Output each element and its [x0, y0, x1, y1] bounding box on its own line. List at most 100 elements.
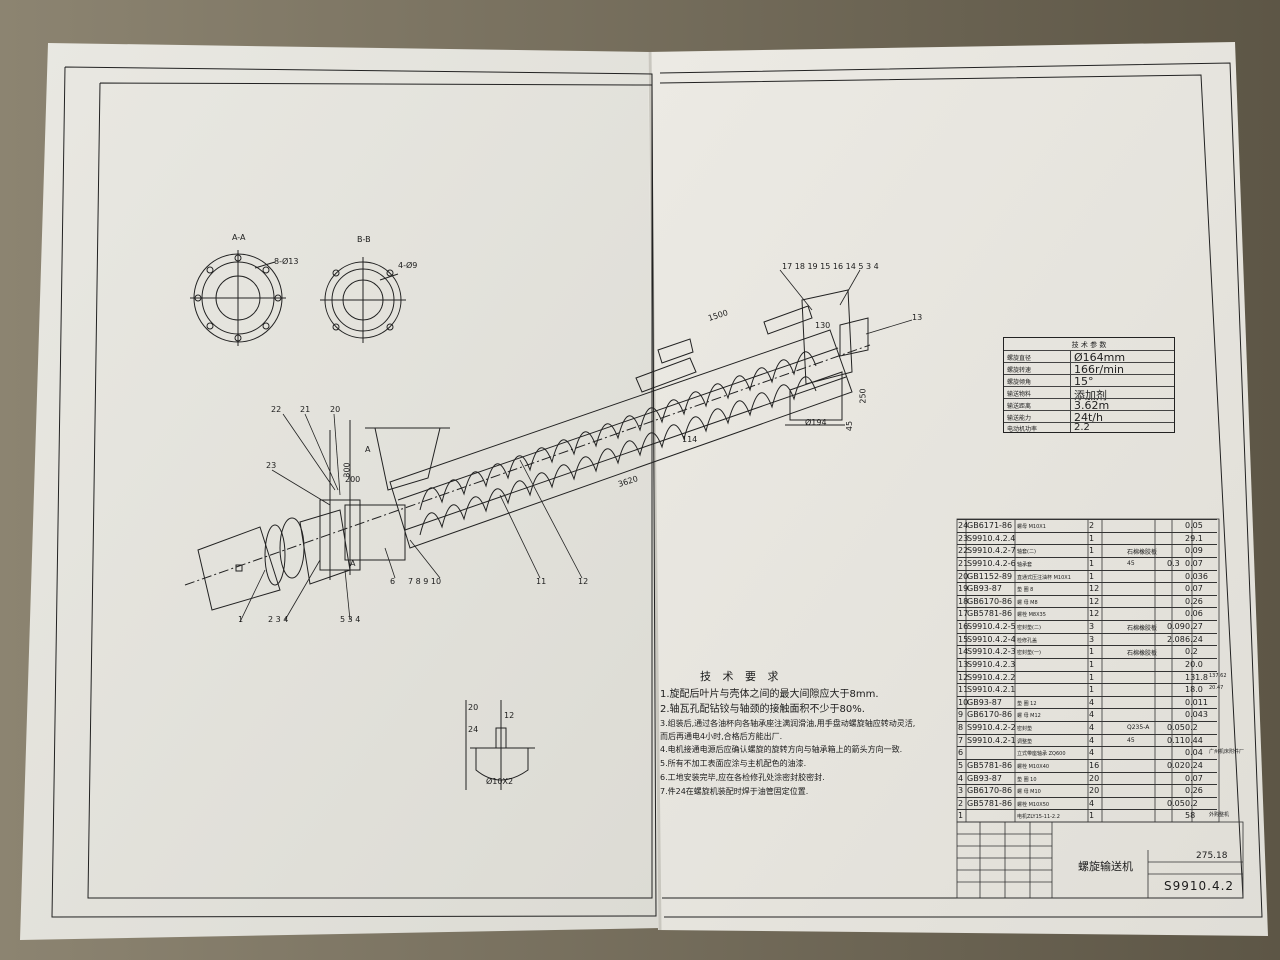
- dim-130: 130: [815, 321, 831, 330]
- bom-cell-unit-weight: 2.08: [1167, 634, 1185, 644]
- bom-cell-note: 137.62: [1209, 672, 1227, 679]
- bom-cell-code: GB93-87: [967, 584, 1002, 594]
- bom-cell-total-weight: 0.27: [1185, 622, 1203, 631]
- callout-13: 13: [912, 313, 923, 322]
- bom-cell-name: 螺 母 M8: [1017, 599, 1038, 606]
- bom-cell-total-weight: 18.0: [1185, 685, 1203, 695]
- bom-cell-name: 垫 圈 8: [1017, 587, 1034, 594]
- hole-label-a: 8-Ø13: [274, 257, 299, 266]
- section-bb-circle: [320, 257, 406, 343]
- bom-cell-no: 19: [958, 584, 969, 594]
- tech-params-title: 技 术 参 数: [1071, 341, 1107, 349]
- bom-cell-material: 45: [1127, 559, 1135, 567]
- bom-cell-qty: 4: [1089, 798, 1095, 808]
- dim-114: 114: [682, 435, 698, 444]
- param-value: 166r/min: [1074, 363, 1124, 376]
- bom-cell-total-weight: 0.07: [1185, 773, 1203, 783]
- bom-cell-name: 轴承套: [1017, 561, 1033, 568]
- bom-cell-total-weight: 29.1: [1185, 533, 1203, 543]
- bom-cell-name: 密封垫(一): [1017, 650, 1041, 657]
- callout-2-3-4: 2 3 4: [268, 615, 289, 624]
- bom-cell-total-weight: 0.09: [1185, 546, 1203, 556]
- bom-cell-code: S9910.4.2-6: [967, 558, 1016, 568]
- detail-label-12: 12: [504, 711, 515, 720]
- bom-cell-qty: 4: [1089, 735, 1095, 745]
- bom-cell-qty: 20: [1089, 786, 1100, 796]
- bom-cell-qty: 4: [1089, 697, 1095, 707]
- dim-194: Ø194: [805, 418, 827, 427]
- section-mark-a-top: A: [365, 445, 371, 454]
- bom-cell-code: S9910.4.2-4: [967, 634, 1016, 644]
- callout-22: 22: [271, 405, 282, 414]
- section-mark-a-bottom: A: [350, 559, 356, 568]
- bom-cell-no: 20: [958, 571, 969, 581]
- bom-cell-code: S9910.4.2.1: [967, 685, 1016, 695]
- motor-drive: [197, 420, 406, 611]
- bom-cell-total-weight: 0.043: [1185, 710, 1208, 720]
- bom-cell-code: S9910.4.2.3: [967, 659, 1016, 669]
- bom-cell-unit-weight: 0.3: [1167, 558, 1180, 568]
- param-value: 24t/h: [1074, 411, 1103, 424]
- callout-5-3-4: 5 3 4: [340, 615, 361, 624]
- bom-cell-no: 22: [958, 546, 969, 556]
- bom-cell-total-weight: 0.24: [1185, 760, 1203, 770]
- bom-cell-no: 12: [958, 672, 969, 682]
- bom-cell-code: S9910.4.2-5: [967, 622, 1016, 631]
- bom-cell-name: 螺栓 M8X35: [1017, 612, 1046, 619]
- bom-cell-qty: 4: [1089, 710, 1095, 720]
- bom-cell-qty: 20: [1089, 773, 1100, 783]
- param-key: 输送物料: [1007, 391, 1032, 398]
- bom-cell-no: 2: [958, 798, 964, 808]
- callout-12: 12: [578, 577, 589, 586]
- border-frame: [51, 62, 1263, 918]
- bom-cell-total-weight: 0.44: [1185, 735, 1203, 745]
- param-value: 2.2: [1074, 422, 1090, 433]
- bom-cell-no: 11: [958, 685, 969, 695]
- bom-cell-code: S9910.4.2.4: [967, 533, 1016, 543]
- section-aa-label: A-A: [232, 233, 246, 242]
- bom-cell-qty: 1: [1089, 558, 1095, 568]
- param-value: 3.62m: [1074, 399, 1110, 412]
- bom-cell-name: 螺 母 M10: [1017, 789, 1041, 796]
- detail-drawing: [465, 700, 535, 790]
- bom-cell-no: 6: [958, 748, 964, 758]
- bom-cell-code: GB6171-86: [967, 521, 1013, 530]
- dim-250: 250: [858, 388, 868, 404]
- bom-cell-name: 密封垫(二): [1017, 625, 1041, 631]
- bom-cell-qty: 3: [1089, 634, 1095, 644]
- bom-cell-name: 螺栓 M10X50: [1017, 801, 1050, 808]
- bom-cell-name: 垫 圈 10: [1017, 776, 1037, 783]
- bom-cell-no: 4: [958, 773, 964, 783]
- total-weight: 275.18: [1196, 851, 1228, 861]
- detail-label-20: 20: [468, 703, 479, 712]
- bom-cell-material: 石棉橡胶板: [1127, 549, 1158, 557]
- param-value: 15°: [1074, 375, 1094, 388]
- callout-7-10: 7 8 9 10: [408, 577, 442, 586]
- bom-cell-total-weight: 0.06: [1185, 609, 1203, 619]
- leader-lines: [239, 269, 913, 623]
- detail-label-dia: Ø10X2: [486, 777, 514, 786]
- requirement-item: 3.组装后,通过各油杯向各轴承座注满润滑油,用手盘动螺旋轴应转动灵活,: [660, 719, 916, 728]
- conveyor-tube: [184, 289, 871, 586]
- callout-21: 21: [300, 405, 311, 414]
- tech-requirements-title: 技 术 要 求: [700, 670, 783, 683]
- bom-cell-qty: 1: [1089, 571, 1095, 581]
- drawing-number: S9910.4.2: [1164, 879, 1235, 893]
